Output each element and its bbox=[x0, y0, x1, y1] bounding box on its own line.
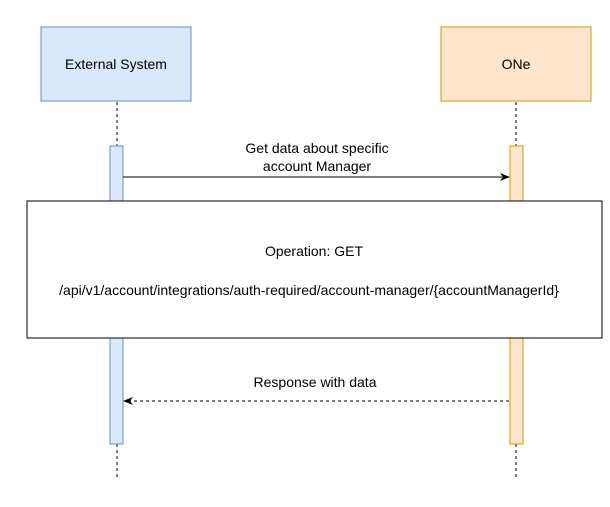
response-label: Response with data bbox=[254, 374, 377, 390]
request-message: Get data about specific account Manager bbox=[123, 140, 510, 181]
operation-path: /api/v1/account/integrations/auth-requir… bbox=[59, 282, 559, 298]
operation-note: Operation: GET /api/v1/account/integrati… bbox=[26, 200, 603, 339]
participant-box-external-system bbox=[40, 26, 192, 102]
operation-method: Operation: GET bbox=[265, 243, 363, 259]
participant-label-one: ONe bbox=[502, 56, 531, 72]
request-label-line-1: Get data about specific bbox=[245, 140, 388, 156]
participant-one: ONe bbox=[440, 26, 592, 102]
operation-note-box bbox=[26, 200, 603, 339]
request-label-line-2: account Manager bbox=[263, 158, 372, 174]
participant-external-system: External System bbox=[40, 26, 192, 102]
participant-box-one bbox=[440, 26, 592, 102]
participant-label-external-system: External System bbox=[65, 56, 167, 72]
response-message: Response with data bbox=[123, 374, 509, 405]
